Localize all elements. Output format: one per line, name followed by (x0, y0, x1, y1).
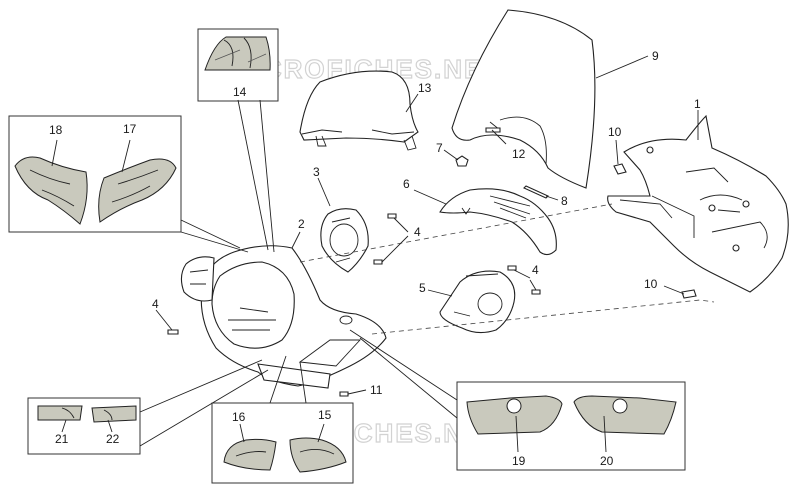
inset-box-19-20 (456, 381, 686, 471)
part-12-screw (485, 127, 501, 133)
callout-10-bottom: 10 (644, 277, 658, 291)
part-10-clip-bottom (681, 289, 697, 299)
callout-10-top: 10 (608, 125, 622, 139)
callout-9: 9 (652, 49, 659, 63)
callout-17: 17 (123, 122, 137, 136)
callout-4-right: 4 (532, 263, 539, 277)
callout-15: 15 (318, 408, 332, 422)
alignment-line-lower (371, 299, 715, 335)
callout-22: 22 (106, 432, 120, 446)
part-3-switch-housing (320, 208, 369, 273)
callout-19: 19 (512, 454, 526, 468)
callout-14: 14 (233, 85, 247, 99)
part-7-nut (455, 155, 469, 167)
part-6-center-cover (439, 188, 557, 256)
callout-2: 2 (298, 217, 305, 231)
part-2-headlight-cover (180, 245, 387, 389)
callout-7: 7 (436, 141, 443, 155)
part-13-top-cover (299, 70, 419, 151)
callout-1: 1 (694, 97, 701, 111)
callout-11: 11 (370, 383, 383, 397)
screws (167, 213, 541, 397)
part-1-rear-frame (607, 114, 789, 293)
callout-21: 21 (55, 432, 69, 446)
callout-5: 5 (419, 281, 426, 295)
callout-20: 20 (600, 454, 614, 468)
part-5-switch-housing (439, 270, 516, 334)
callout-18: 18 (49, 123, 63, 137)
callout-4-left: 4 (414, 225, 421, 239)
leader-lines (51, 55, 699, 453)
alignment-line-upper (299, 203, 613, 263)
callout-6: 6 (403, 177, 410, 191)
part-9-windscreen (451, 9, 596, 189)
inset-box-21-22 (27, 397, 141, 455)
inset-box-15-16 (211, 402, 354, 484)
callout-13: 13 (418, 81, 432, 95)
callout-12: 12 (512, 147, 526, 161)
callout-16: 16 (232, 410, 246, 424)
callout-3: 3 (313, 165, 320, 179)
callout-4-front: 4 (152, 297, 159, 311)
part-8-strip (523, 185, 549, 199)
part-10-clip-top (613, 163, 627, 175)
inset-box-17-18 (8, 115, 182, 233)
callout-8: 8 (561, 194, 568, 208)
